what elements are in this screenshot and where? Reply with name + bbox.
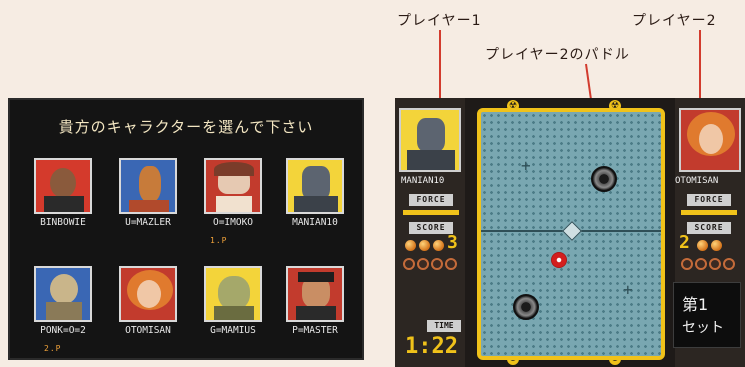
character-name: BINBOWIE: [40, 217, 86, 228]
character-slot[interactable]: O=IMOKO: [198, 158, 268, 228]
character-slot[interactable]: OTOMISAN: [113, 266, 183, 336]
character-name: G=MAMIUS: [210, 325, 256, 336]
character-portrait: [34, 266, 92, 322]
player1-portrait: [399, 108, 461, 172]
player1-score-label: SCORE: [409, 222, 453, 234]
character-portrait: [119, 158, 177, 214]
player2-force-label: FORCE: [687, 194, 731, 206]
puck: [551, 252, 567, 268]
character-slot[interactable]: G=MAMIUS: [198, 266, 268, 336]
game-field: + +: [477, 108, 665, 360]
annotation-player2: プレイヤー2: [632, 13, 717, 29]
leader-player2: [699, 30, 701, 104]
character-portrait: [204, 158, 262, 214]
time-value: 1:22: [405, 334, 458, 359]
character-slot[interactable]: BINBOWIE: [28, 158, 98, 228]
player1-paddle[interactable]: [513, 294, 539, 320]
character-slot[interactable]: MANIAN10: [280, 158, 350, 228]
time-label: TIME: [427, 320, 461, 332]
character-slot[interactable]: P=MASTER: [280, 266, 350, 336]
player2-force-bar: [681, 210, 737, 215]
player1-score: 3: [447, 232, 458, 253]
player2-score-label: SCORE: [687, 222, 731, 234]
character-slot[interactable]: PONK=O=2: [28, 266, 98, 336]
match-screen: MANIAN10 OTOMISAN FORCE SCORE 3 FORCE SC…: [395, 98, 745, 367]
player1-score-ball: [405, 240, 416, 251]
leader-player1: [439, 30, 441, 104]
character-select-panel: 貴方のキャラクターを選んで下さい BINBOWIE U=MAZLER O=IMO…: [8, 98, 364, 360]
player1-token: [445, 258, 457, 270]
annotation-player1: プレイヤー1: [397, 13, 482, 29]
player2-paddle[interactable]: [591, 166, 617, 192]
crosshair-icon: +: [521, 156, 531, 175]
character-slot[interactable]: U=MAZLER: [113, 158, 183, 228]
character-name: U=MAZLER: [125, 217, 171, 228]
player1-token: [417, 258, 429, 270]
select-title: 貴方のキャラクターを選んで下さい: [58, 118, 314, 136]
player1-score-ball: [433, 240, 444, 251]
set-number: 第1: [682, 295, 709, 314]
player2-token: [695, 258, 707, 270]
player2-name: OTOMISAN: [675, 176, 719, 186]
set-label: セット: [682, 320, 724, 336]
character-portrait: [286, 158, 344, 214]
player1-token: [431, 258, 443, 270]
player2-token: [723, 258, 735, 270]
character-portrait: [119, 266, 177, 322]
center-marker: [562, 221, 582, 241]
player2-token: [681, 258, 693, 270]
character-name: PONK=O=2: [40, 325, 86, 336]
player2-score: 2: [679, 232, 690, 253]
player2-portrait: [679, 108, 741, 172]
character-name: OTOMISAN: [125, 325, 171, 336]
player1-score-ball: [419, 240, 430, 251]
player1-token: [403, 258, 415, 270]
set-indicator: 第1 セット: [673, 282, 741, 348]
character-portrait: [286, 266, 344, 322]
player1-force-bar: [403, 210, 459, 215]
cpu-tag-1p: 1.P: [210, 236, 228, 245]
character-portrait: [34, 158, 92, 214]
player2-token: [709, 258, 721, 270]
player1-force-label: FORCE: [409, 194, 453, 206]
player1-name: MANIAN10: [401, 176, 445, 186]
player2-score-ball: [711, 240, 722, 251]
annotation-player2-paddle: プレイヤー2のパドル: [485, 47, 630, 63]
player2-score-ball: [697, 240, 708, 251]
crosshair-icon: +: [623, 280, 633, 299]
cpu-tag-2p: 2.P: [44, 344, 62, 353]
character-name: MANIAN10: [292, 217, 338, 228]
character-portrait: [204, 266, 262, 322]
character-name: O=IMOKO: [212, 217, 254, 228]
character-name: P=MASTER: [292, 325, 338, 336]
